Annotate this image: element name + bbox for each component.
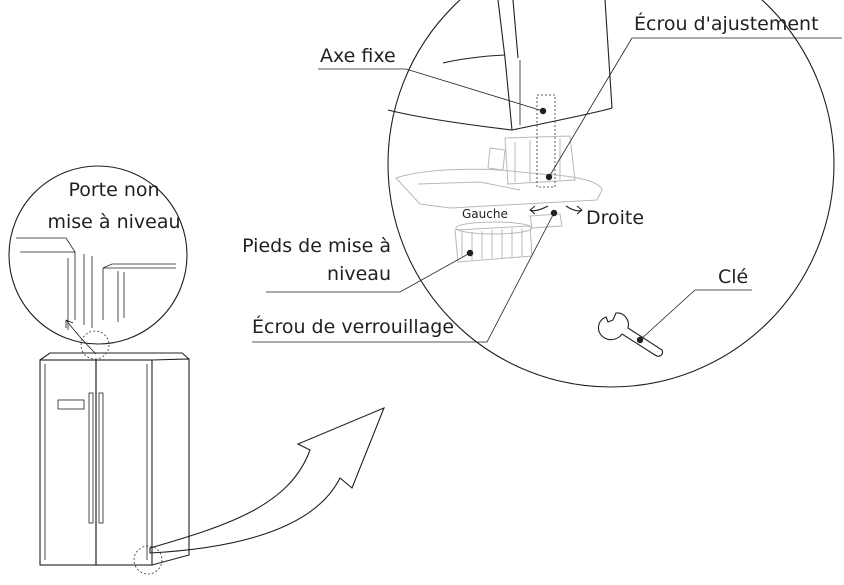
leveling-feet-leader: [266, 252, 471, 293]
right-label: Droite: [586, 207, 644, 229]
lock-nut-leader: [252, 212, 555, 343]
leveling-feet-label-2: niveau: [327, 263, 391, 285]
door-not-level-label-2: mise à niveau: [47, 211, 180, 233]
door-not-level-label-1: Porte non: [68, 179, 159, 201]
fixed-axis-leader: [318, 68, 544, 112]
highlight-bottom: [133, 545, 163, 575]
highlight-top: [80, 330, 110, 360]
left-label: Gauche: [462, 207, 508, 221]
door-detail-circle: [8, 165, 188, 345]
pointer-arrow-top: [65, 319, 97, 355]
leveling-feet-label-1: Pieds de mise à: [242, 235, 391, 257]
zoom-arrow: [149, 406, 385, 554]
mechanism-circle: [387, 0, 835, 388]
lock-nut-label: Écrou de verrouillage: [252, 315, 454, 338]
adjusting-nut-label: Écrou d'ajustement: [634, 12, 819, 35]
fixed-axis-label: Axe fixe: [320, 45, 396, 67]
wrench-icon: [597, 312, 663, 357]
wrench-label: Clé: [718, 266, 748, 288]
refrigerator: [39, 352, 190, 566]
wrench-leader: [639, 289, 752, 341]
